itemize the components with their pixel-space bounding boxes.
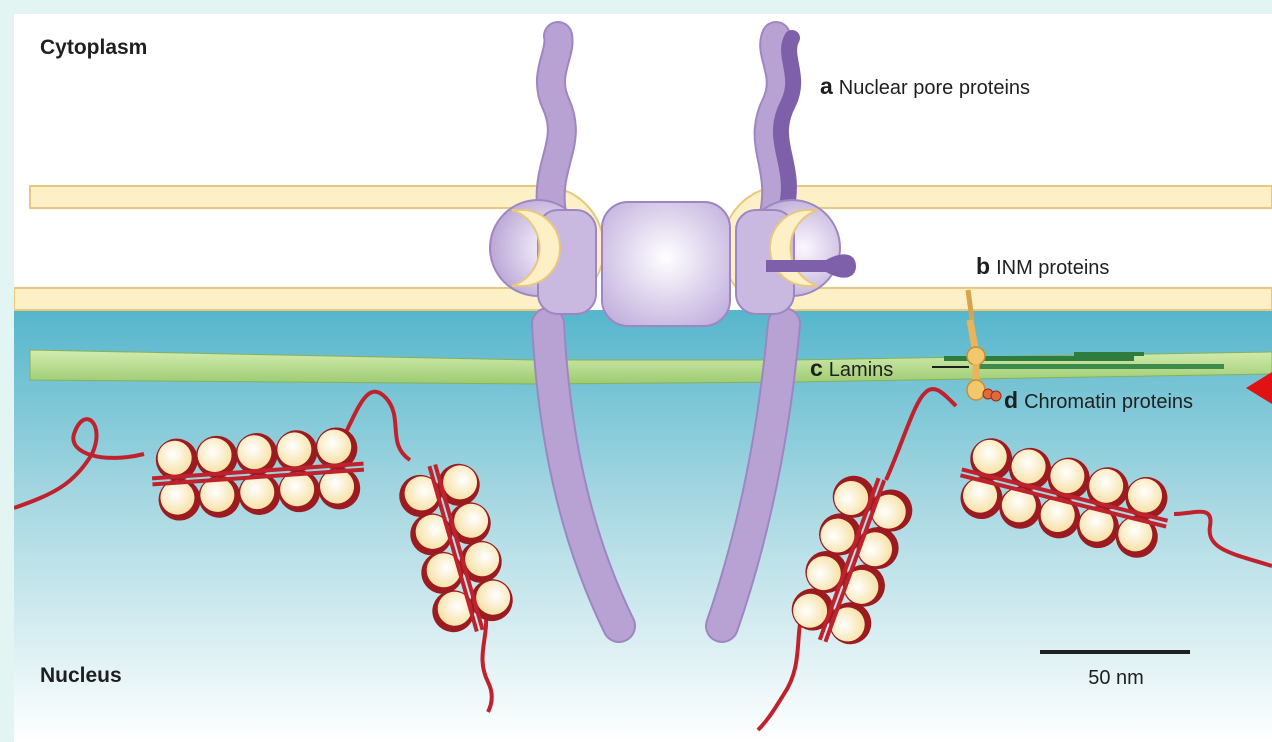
cytoplasmic-filament-left-fill	[551, 36, 562, 214]
pore-central-channel	[602, 202, 730, 326]
lamin-filament	[974, 364, 1224, 369]
chromatin-protein-dot	[991, 391, 1001, 401]
lamin-filament	[1074, 352, 1144, 356]
perinuclear-space	[30, 210, 530, 286]
scale-bar-label: 50 nm	[1088, 667, 1144, 689]
cytoplasm-label: Cytoplasm	[40, 36, 147, 59]
nucleus-label: Nucleus	[40, 664, 122, 687]
inm-protein-domain	[967, 347, 985, 365]
inm-protein-domain-lower	[967, 380, 985, 400]
nuclear-pore-protein-a	[781, 38, 793, 210]
nucleosome-cluster	[149, 426, 366, 523]
